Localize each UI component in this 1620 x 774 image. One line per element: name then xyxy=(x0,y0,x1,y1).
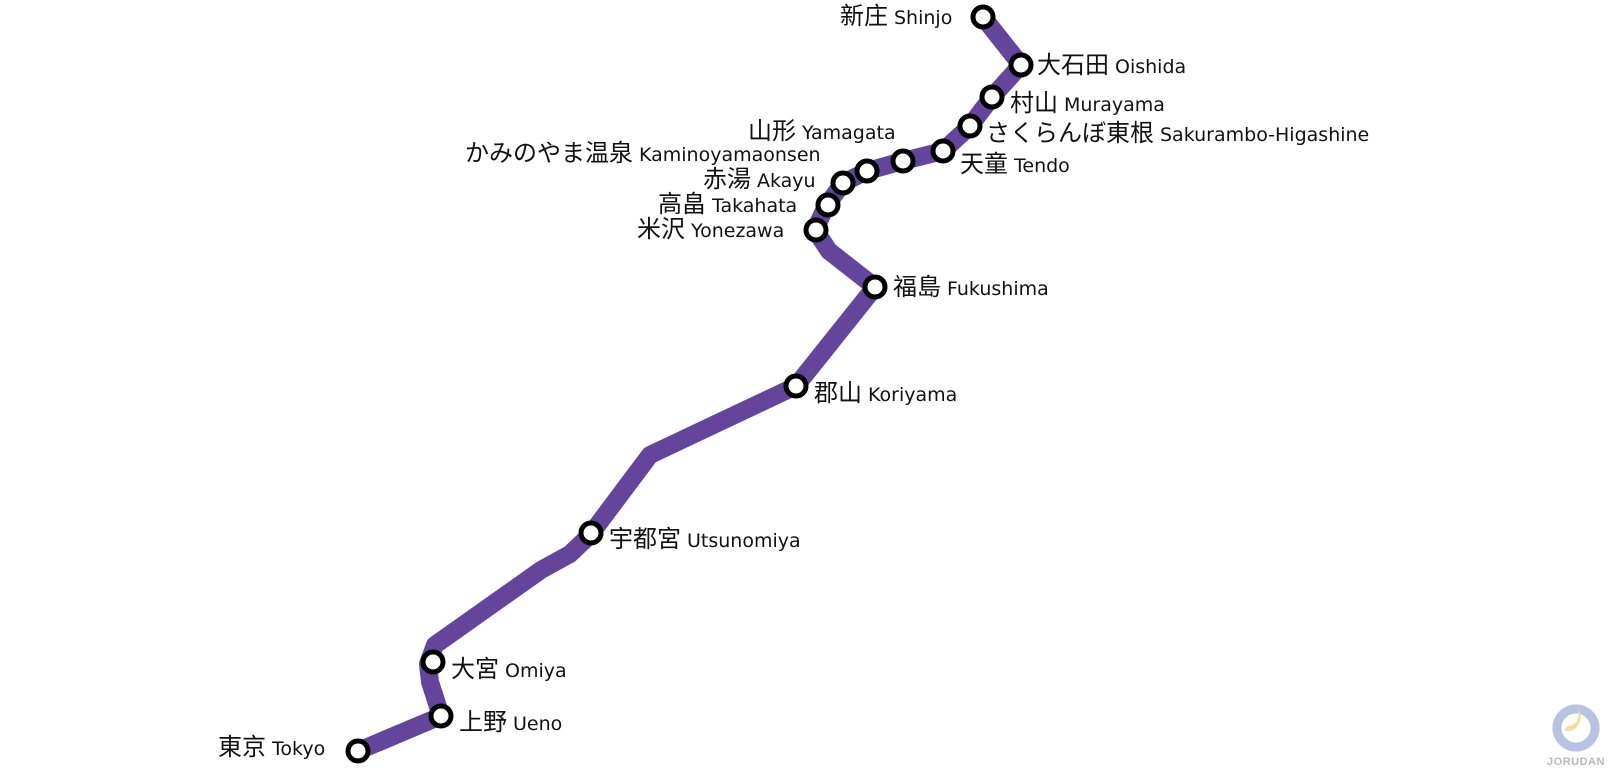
station-label-takahata[interactable]: 高畠 Takahata xyxy=(658,192,797,216)
station-marker-kaminoyamaonsen[interactable] xyxy=(854,158,880,184)
station-name-jp: 山形 xyxy=(748,117,796,145)
station-name-en: Tokyo xyxy=(272,738,326,760)
station-label-utsunomiya[interactable]: 宇都宮 Utsunomiya xyxy=(609,527,801,551)
station-name-en: Yonezawa xyxy=(691,220,785,242)
station-label-akayu[interactable]: 赤湯 Akayu xyxy=(703,167,816,191)
station-name-jp: 高畠 xyxy=(658,190,706,218)
station-name-jp: 大宮 xyxy=(451,655,499,683)
station-name-en: Murayama xyxy=(1064,94,1165,116)
station-label-tendo[interactable]: 天童 Tendo xyxy=(960,152,1070,176)
station-marker-oishida[interactable] xyxy=(1008,52,1034,78)
station-marker-utsunomiya[interactable] xyxy=(578,520,604,546)
station-name-jp: 東京 xyxy=(218,733,266,761)
station-name-jp: かみのやま温泉 xyxy=(465,139,633,167)
station-label-yonezawa[interactable]: 米沢 Yonezawa xyxy=(637,217,784,241)
station-name-jp: さくらんぼ東根 xyxy=(986,119,1154,147)
station-name-jp: 福島 xyxy=(893,273,941,301)
station-name-jp: 村山 xyxy=(1010,89,1058,117)
station-marker-tendo[interactable] xyxy=(930,138,956,164)
station-name-en: Shinjo xyxy=(894,7,953,29)
jorudan-logo-text: JORUDAN xyxy=(1547,756,1605,768)
station-marker-fukushima[interactable] xyxy=(862,274,888,300)
station-marker-yonezawa[interactable] xyxy=(803,217,829,243)
station-label-kaminoyamaonsen[interactable]: かみのやま温泉 Kaminoyamaonsen xyxy=(465,141,821,165)
station-name-en: Omiya xyxy=(505,660,567,682)
station-name-en: Sakurambo-Higashine xyxy=(1160,124,1370,146)
station-label-shinjo[interactable]: 新庄 Shinjo xyxy=(840,4,952,28)
station-label-murayama[interactable]: 村山 Murayama xyxy=(1010,91,1165,115)
station-name-jp: 米沢 xyxy=(637,215,685,243)
station-marker-koriyama[interactable] xyxy=(783,373,809,399)
station-name-en: Akayu xyxy=(757,170,816,192)
station-name-en: Ueno xyxy=(513,713,563,735)
station-label-tokyo[interactable]: 東京 Tokyo xyxy=(218,735,325,759)
station-label-ueno[interactable]: 上野 Ueno xyxy=(459,710,562,734)
station-name-en: Tendo xyxy=(1014,155,1070,177)
station-marker-tokyo[interactable] xyxy=(345,738,371,764)
station-marker-murayama[interactable] xyxy=(979,84,1005,110)
station-label-koriyama[interactable]: 郡山 Koriyama xyxy=(814,381,957,405)
station-name-jp: 赤湯 xyxy=(703,165,751,193)
station-marker-omiya[interactable] xyxy=(420,649,446,675)
station-label-omiya[interactable]: 大宮 Omiya xyxy=(451,657,567,681)
station-name-jp: 大石田 xyxy=(1037,51,1109,79)
station-label-oishida[interactable]: 大石田 Oishida xyxy=(1037,53,1186,77)
station-marker-takahata[interactable] xyxy=(815,192,841,218)
station-name-jp: 郡山 xyxy=(814,379,862,407)
station-marker-yamagata[interactable] xyxy=(890,148,916,174)
station-name-jp: 宇都宮 xyxy=(609,525,681,553)
station-label-yamagata[interactable]: 山形 Yamagata xyxy=(748,119,896,143)
station-name-en: Utsunomiya xyxy=(687,530,801,552)
station-name-jp: 天童 xyxy=(960,150,1008,178)
station-name-jp: 上野 xyxy=(459,708,507,736)
station-name-jp: 新庄 xyxy=(840,2,888,30)
jorudan-logo-icon xyxy=(1552,704,1600,752)
station-label-fukushima[interactable]: 福島 Fukushima xyxy=(893,275,1049,299)
station-marker-akayu[interactable] xyxy=(830,170,856,196)
station-marker-shinjo[interactable] xyxy=(970,4,996,30)
station-name-en: Koriyama xyxy=(868,384,958,406)
station-marker-ueno[interactable] xyxy=(428,703,454,729)
station-marker-sakurambo-higashine[interactable] xyxy=(957,113,983,139)
station-name-en: Yamagata xyxy=(802,122,896,144)
jorudan-logo: JORUDAN xyxy=(1546,700,1606,770)
station-markers xyxy=(345,4,1034,764)
station-name-en: Kaminoyamaonsen xyxy=(639,144,821,166)
station-name-en: Takahata xyxy=(712,195,798,217)
station-name-en: Fukushima xyxy=(947,278,1049,300)
station-label-sakurambo-higashine[interactable]: さくらんぼ東根 Sakurambo-Higashine xyxy=(986,121,1369,145)
station-name-en: Oishida xyxy=(1115,56,1187,78)
